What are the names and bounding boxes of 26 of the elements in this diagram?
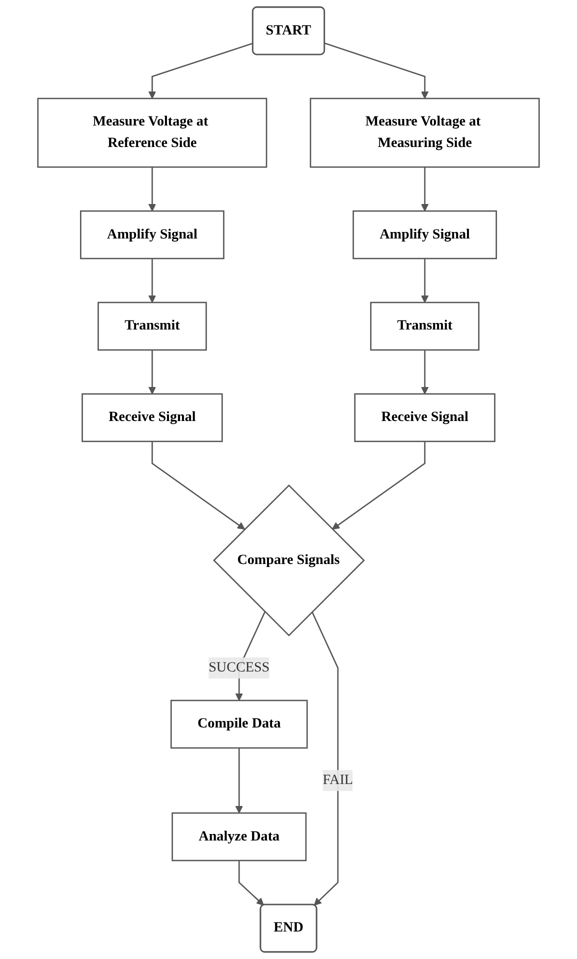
edge-label: SUCCESS <box>208 660 270 675</box>
arrow <box>324 42 429 99</box>
arrow <box>152 441 246 530</box>
node-box: Transmit <box>370 302 480 351</box>
arrow <box>332 441 426 530</box>
arrow <box>148 350 156 394</box>
arrow <box>420 350 429 394</box>
node-box: Measure Voltage at Measuring Side <box>310 98 540 168</box>
arrow <box>148 42 254 99</box>
node-box: Measure Voltage at Reference Side <box>37 98 268 168</box>
arrow <box>420 258 429 303</box>
arrow <box>312 612 339 906</box>
edge-label: FAIL <box>322 772 353 788</box>
arrow <box>238 860 264 906</box>
arrow <box>235 748 243 814</box>
node-box: Receive Signal <box>82 393 223 442</box>
node-box: Transmit <box>98 302 207 351</box>
node-diamond: Compare Signals <box>213 484 365 636</box>
arrow <box>148 258 156 303</box>
node-box: Amplify Signal <box>80 210 224 260</box>
node-box: Compile Data <box>170 700 308 749</box>
node-box: Amplify Signal <box>352 210 497 260</box>
arrow <box>148 167 156 212</box>
arrow <box>420 167 429 212</box>
node-box: Receive Signal <box>354 393 496 442</box>
node-box: Analyze Data <box>172 812 307 862</box>
